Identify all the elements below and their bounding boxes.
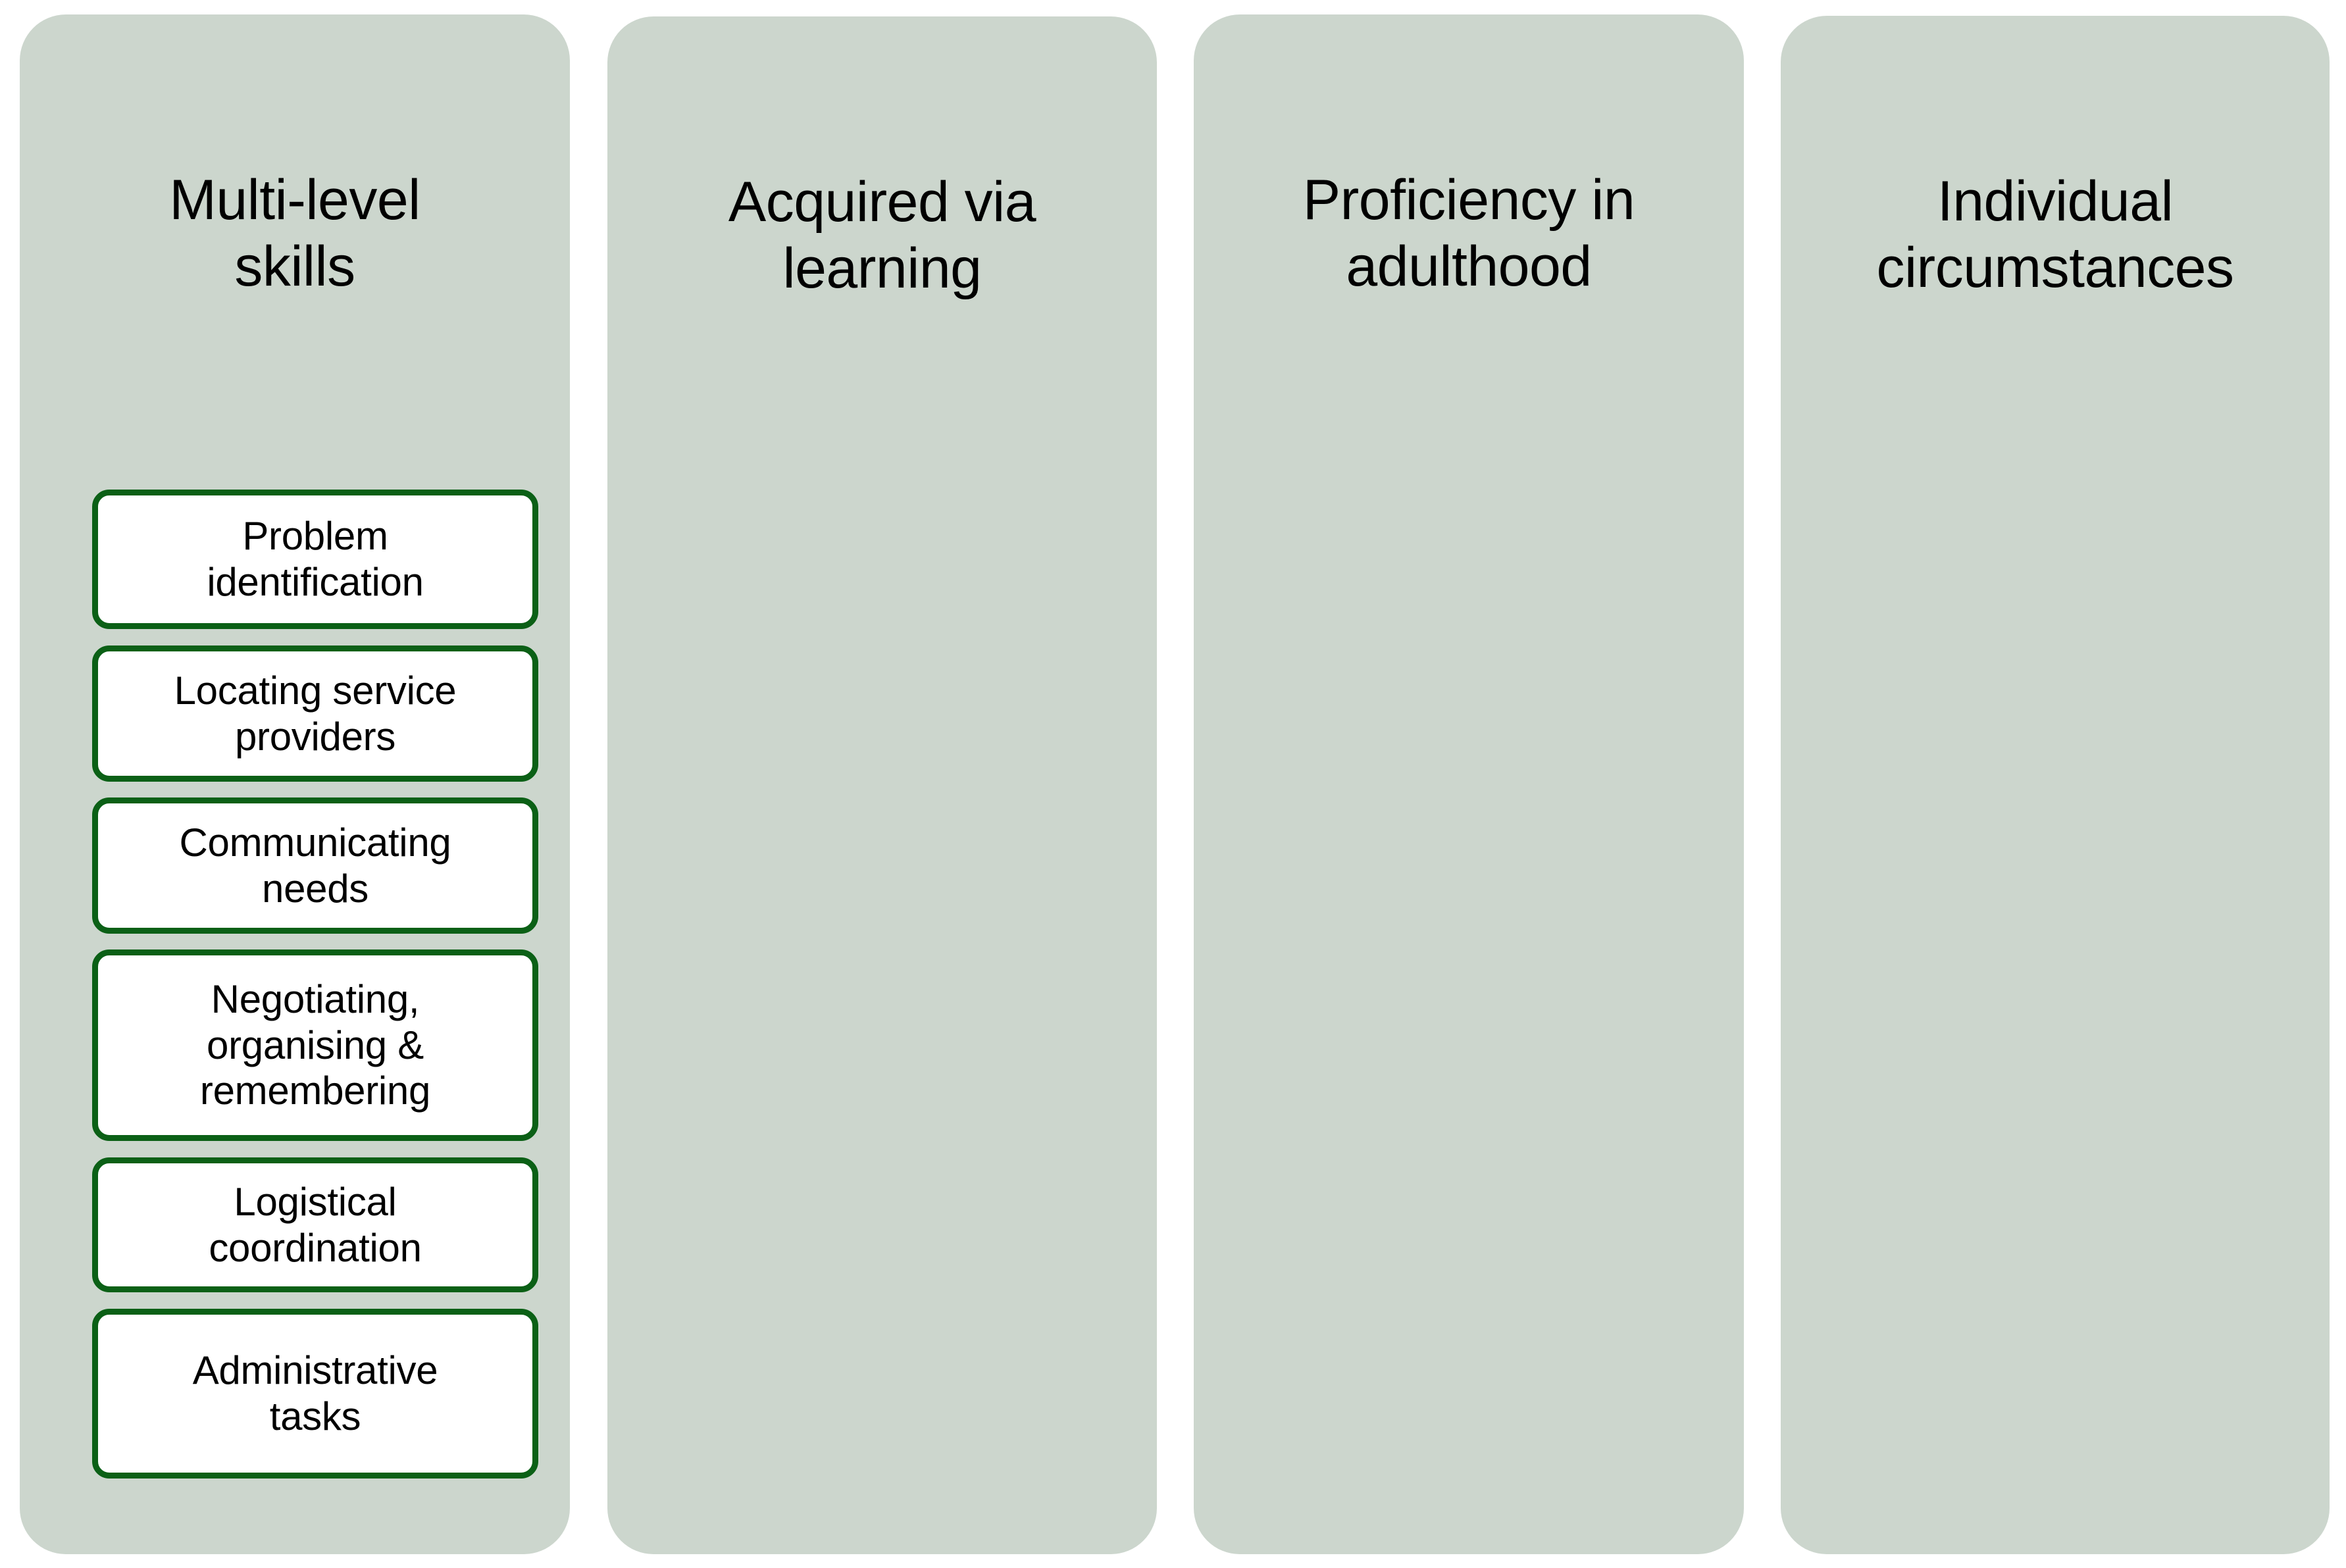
panel-title: Proficiency in adulthood [1302, 168, 1635, 299]
item-label: Negotiating, organising & remembering [199, 977, 431, 1113]
panel-title: Acquired via learning [728, 170, 1036, 301]
item-box: Logistical coordination [92, 1157, 538, 1292]
item-label: Logistical coordination [209, 1179, 422, 1270]
item-box: Locating service providers [92, 645, 538, 782]
item-box: Communicating needs [92, 797, 538, 934]
category-panel-individual-circumstances: Individual circumstances Historical trea… [1781, 16, 2330, 1554]
item-label: Problem identification [207, 514, 424, 604]
panel-title: Multi-level skills [169, 168, 421, 299]
item-label: Locating service providers [174, 668, 457, 759]
item-box: Negotiating, organising & remembering [92, 949, 538, 1141]
item-box: Administrative tasks [92, 1309, 538, 1479]
item-box: Problem identification [92, 490, 538, 629]
item-label: Communicating needs [179, 820, 451, 911]
item-label: Administrative tasks [192, 1348, 438, 1438]
category-panel-proficiency-in-adulthood: Proficiency in adulthood Opportunities f… [1194, 14, 1744, 1554]
panel-title: Individual circumstances [1876, 170, 2234, 300]
category-panel-acquired-via-learning: Acquired via learning Modelling Scaffold… [607, 16, 1706, 1554]
category-panel-multi-level-skills: Multi-level skills Problem identificatio… [20, 14, 570, 1554]
